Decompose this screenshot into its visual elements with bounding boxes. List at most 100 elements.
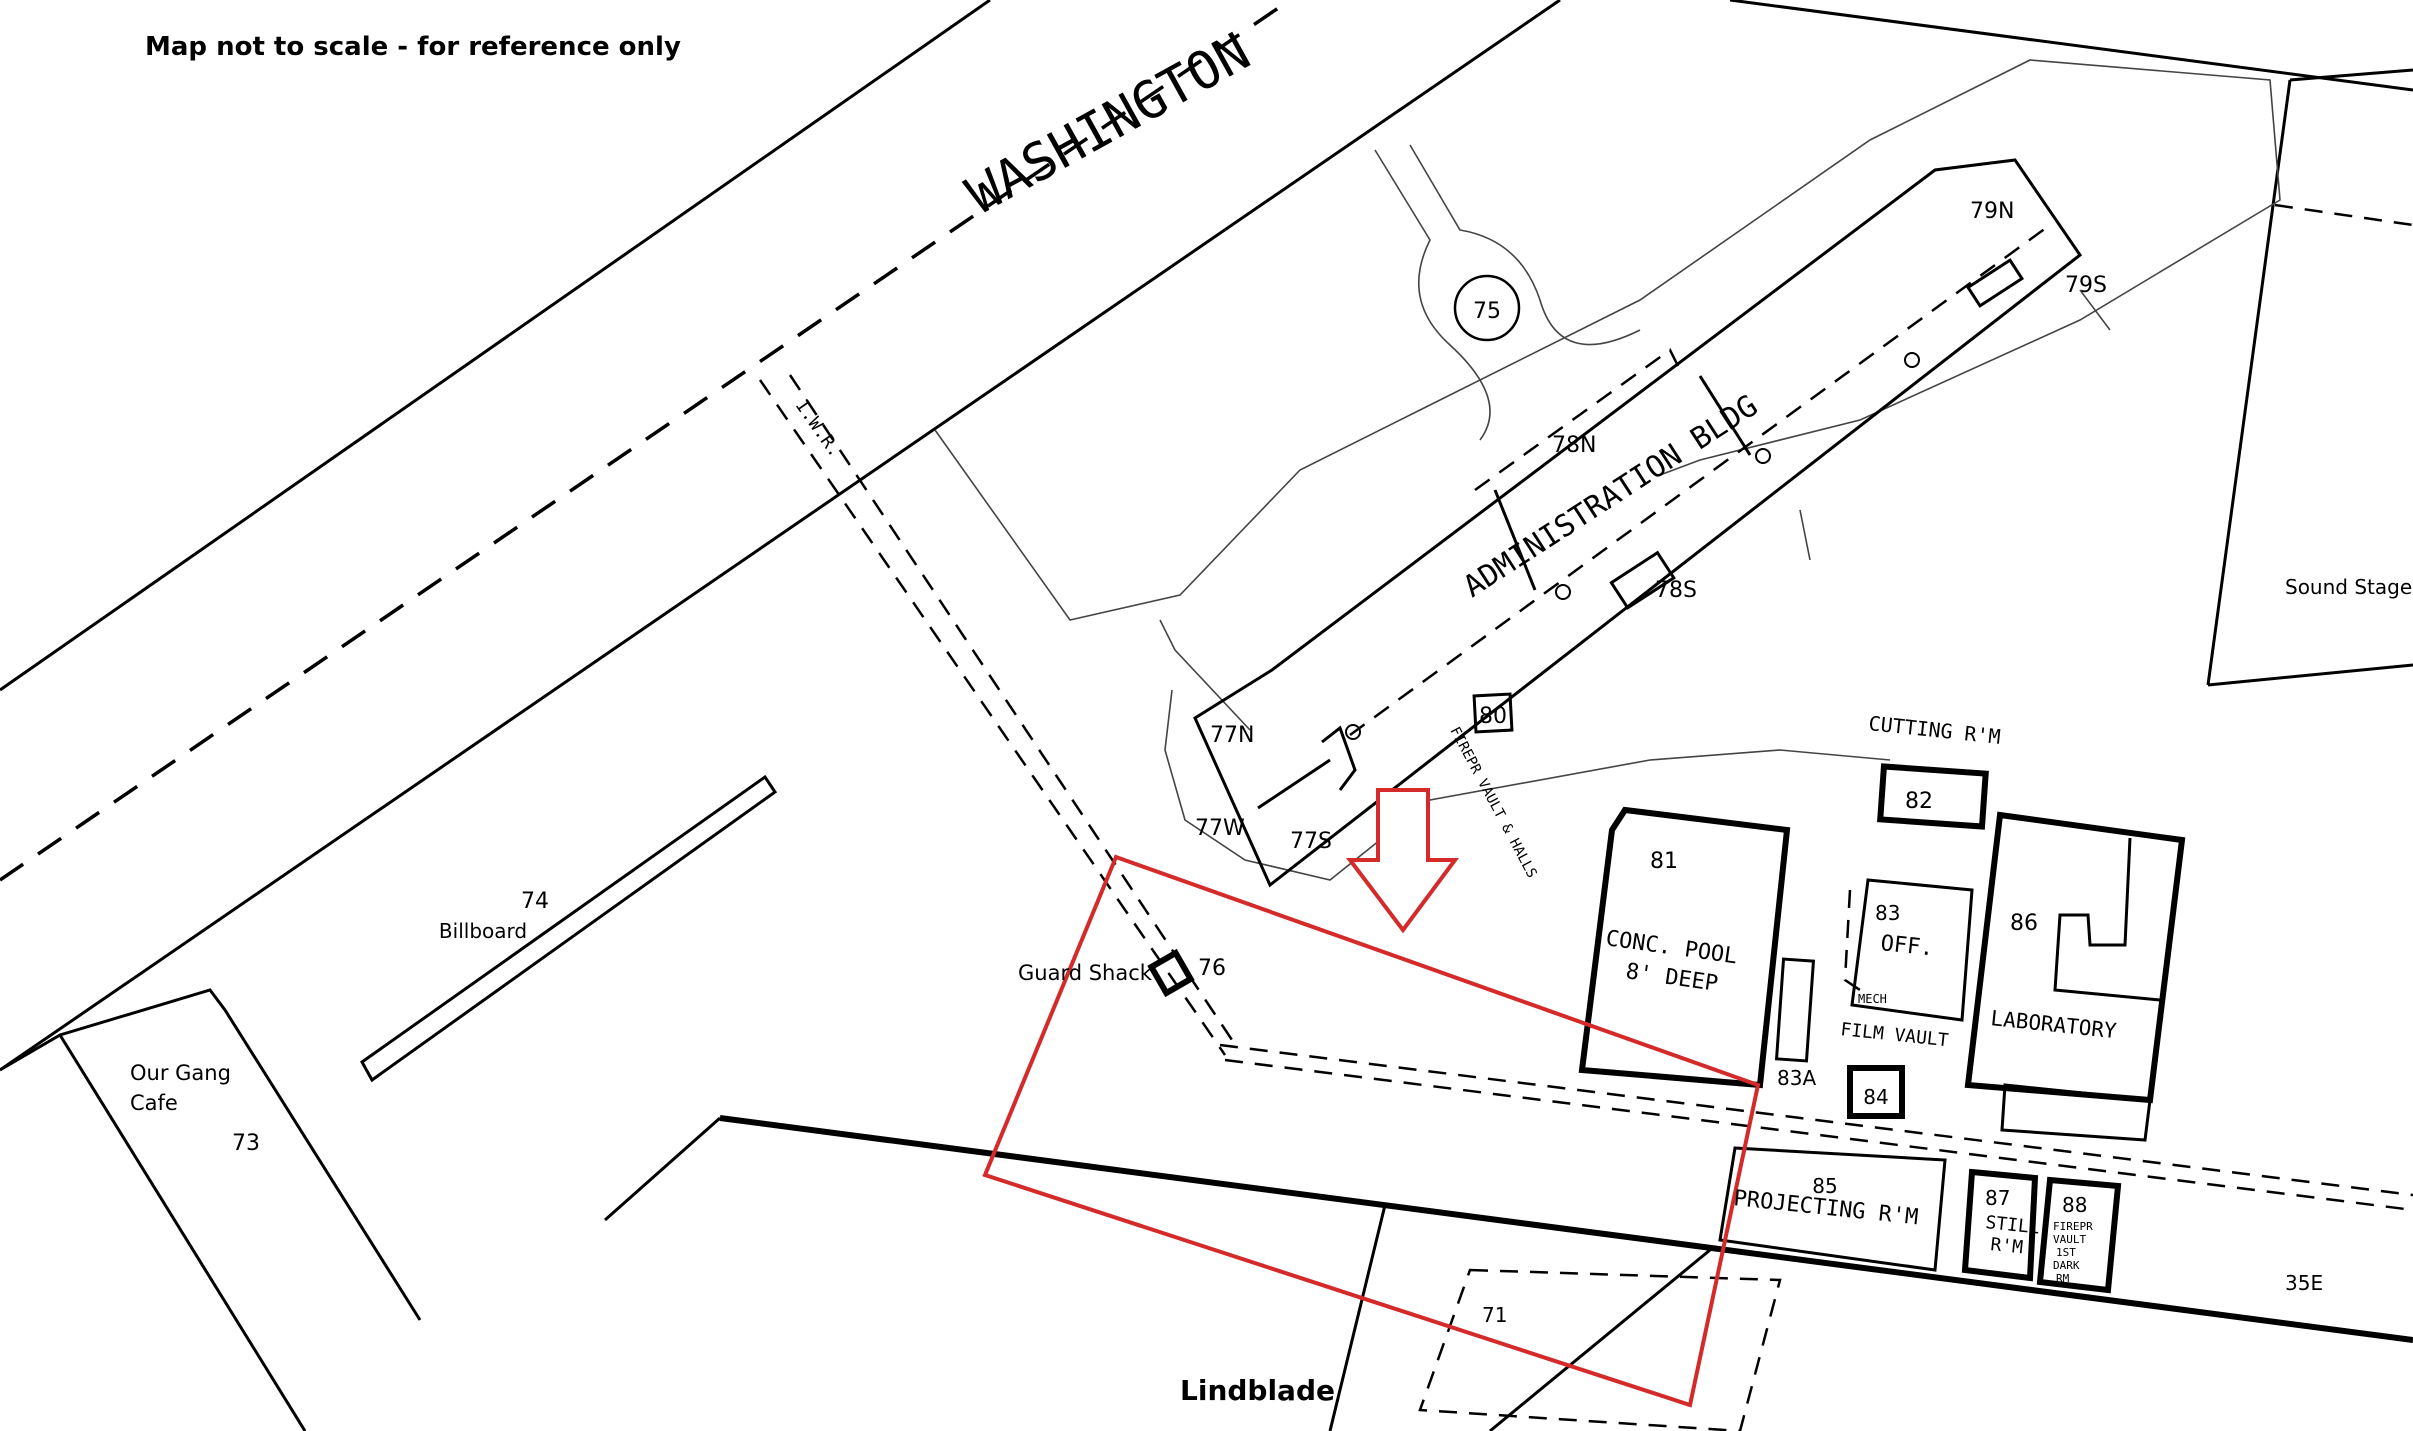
column-marker xyxy=(1755,448,1771,464)
building-83a-outline xyxy=(1774,957,1816,1063)
label-87: 87 xyxy=(1985,1186,2010,1210)
label-guard-shack: Guard Shack xyxy=(1018,961,1153,985)
label-84: 84 xyxy=(1863,1085,1888,1109)
building-87-outline xyxy=(1961,1168,2039,1282)
drive-right xyxy=(1409,144,1641,346)
street-edge-north xyxy=(0,0,991,692)
label-vault2-line2: VAULT xyxy=(2053,1233,2086,1246)
admin-building-outline xyxy=(1193,158,2083,888)
billboard-74-outline xyxy=(360,774,778,1083)
iwr-path-right xyxy=(788,374,1234,1041)
property-line-south xyxy=(719,1115,2413,1343)
column-marker xyxy=(1345,724,1361,740)
street-centerline xyxy=(0,0,1291,882)
map-disclaimer: Map not to scale - for reference only xyxy=(145,32,681,62)
label-vault2-line5: RM xyxy=(2056,1272,2070,1285)
column-marker xyxy=(1555,584,1571,600)
label-88: 88 xyxy=(2062,1193,2087,1217)
label-77n: 77N xyxy=(1210,723,1254,748)
diagonal-71 xyxy=(1489,1248,1711,1431)
label-sound-stage: Sound Stage 7 xyxy=(2285,575,2413,599)
admin-divider-1 xyxy=(1493,489,1537,591)
south-lot-line xyxy=(1328,1204,1387,1431)
label-vault-halls: FIREPR VAULT & HALLS xyxy=(1446,724,1539,880)
cafe-73-wall xyxy=(58,1034,307,1431)
admin-divider-2 xyxy=(1698,375,1752,456)
property-line-top xyxy=(1729,0,2413,92)
sound-stage-west-wall xyxy=(2206,79,2292,686)
admin-wing-detail xyxy=(1321,725,1357,791)
lawn-edge xyxy=(1159,619,1251,731)
label-78n: 78N xyxy=(1552,433,1596,458)
cafe-73-outline xyxy=(0,988,422,1321)
label-iwr: I.W.R. xyxy=(791,396,846,461)
label-78s: 78S xyxy=(1655,578,1697,603)
building-84-outline xyxy=(1847,1065,1905,1119)
label-74: 74 xyxy=(521,889,549,914)
street-label-lindblade: Lindblade xyxy=(1180,1374,1335,1407)
guard-shack-76-outline xyxy=(1147,948,1195,998)
highlight-arrow-icon xyxy=(1345,788,1459,934)
label-77w: 77W xyxy=(1195,816,1245,841)
label-billboard: Billboard xyxy=(439,919,527,943)
building-83-outline xyxy=(1850,878,1974,1022)
admin-west-wing-line xyxy=(1257,758,1331,810)
label-80: 80 xyxy=(1479,704,1507,729)
admin-dashed-extension xyxy=(1474,348,1682,492)
drive-left xyxy=(1374,149,1491,441)
label-off: OFF. xyxy=(1879,931,1934,961)
road-dash-north xyxy=(1219,1043,2413,1197)
stairs-78s xyxy=(1609,550,1676,610)
label-film-vault: FILM VAULT xyxy=(1839,1019,1949,1051)
label-86: 86 xyxy=(2010,911,2038,936)
label-cutting-room: CUTTING R'M xyxy=(1867,711,2001,749)
building-86-annex xyxy=(2000,1083,2152,1142)
column-marker xyxy=(1904,352,1920,368)
admin-interior-dash xyxy=(1349,223,2051,737)
label-mech: MECH xyxy=(1858,992,1887,1006)
lawn-notch xyxy=(1799,509,1811,561)
label-82: 82 xyxy=(1905,789,1933,814)
iwr-path-left xyxy=(758,379,1227,1056)
label-still-line2: R'M xyxy=(1989,1234,2024,1258)
label-79n: 79N xyxy=(1970,199,2014,224)
roundabout-75-circle xyxy=(1453,274,1521,342)
label-vault2-line1: FIREPR xyxy=(2053,1220,2093,1233)
label-77s: 77S xyxy=(1290,829,1332,854)
building-85-outline xyxy=(1718,1146,1947,1272)
label-pool-line1: CONC. POOL xyxy=(1604,926,1739,969)
sound-stage-dash xyxy=(2274,203,2413,227)
stairs-79s xyxy=(1965,258,2025,308)
label-83: 83 xyxy=(1875,901,1900,925)
street-edge-south xyxy=(0,0,1561,1072)
label-35e: 35E xyxy=(2285,1271,2323,1295)
building-83-dash xyxy=(1843,889,1861,992)
label-81: 81 xyxy=(1650,849,1678,874)
label-cafe-line1: Our Gang xyxy=(130,1061,231,1085)
label-75: 75 xyxy=(1473,299,1501,324)
label-71: 71 xyxy=(1482,1303,1507,1327)
road-dash-south xyxy=(1224,1058,2413,1212)
lawn-south-edge xyxy=(1164,689,1891,881)
label-79s: 79S xyxy=(2065,273,2107,298)
building-82-outline xyxy=(1877,763,1989,830)
street-label-washington: WASHINGTON xyxy=(957,22,1260,226)
label-vault2-line4: DARK xyxy=(2053,1259,2080,1272)
building-80-outline xyxy=(1472,692,1514,734)
highlight-area-box xyxy=(982,854,1761,1408)
label-85: 85 xyxy=(1812,1174,1837,1198)
label-laboratory: LABORATORY xyxy=(1989,1006,2118,1043)
building-71-outline xyxy=(1418,1268,1782,1431)
building-86-interior xyxy=(2053,837,2161,1002)
label-83a: 83A xyxy=(1777,1066,1816,1090)
label-cafe-line2: Cafe xyxy=(130,1091,178,1115)
lawn-corner xyxy=(2079,289,2111,331)
label-76: 76 xyxy=(1198,956,1226,981)
property-corner xyxy=(604,1116,721,1222)
sound-stage-bottom xyxy=(2207,663,2413,687)
sound-stage-top xyxy=(2289,68,2413,82)
label-73: 73 xyxy=(232,1131,260,1156)
building-86-outline xyxy=(1964,811,2186,1104)
label-vault2-line3: 1ST xyxy=(2056,1246,2076,1259)
